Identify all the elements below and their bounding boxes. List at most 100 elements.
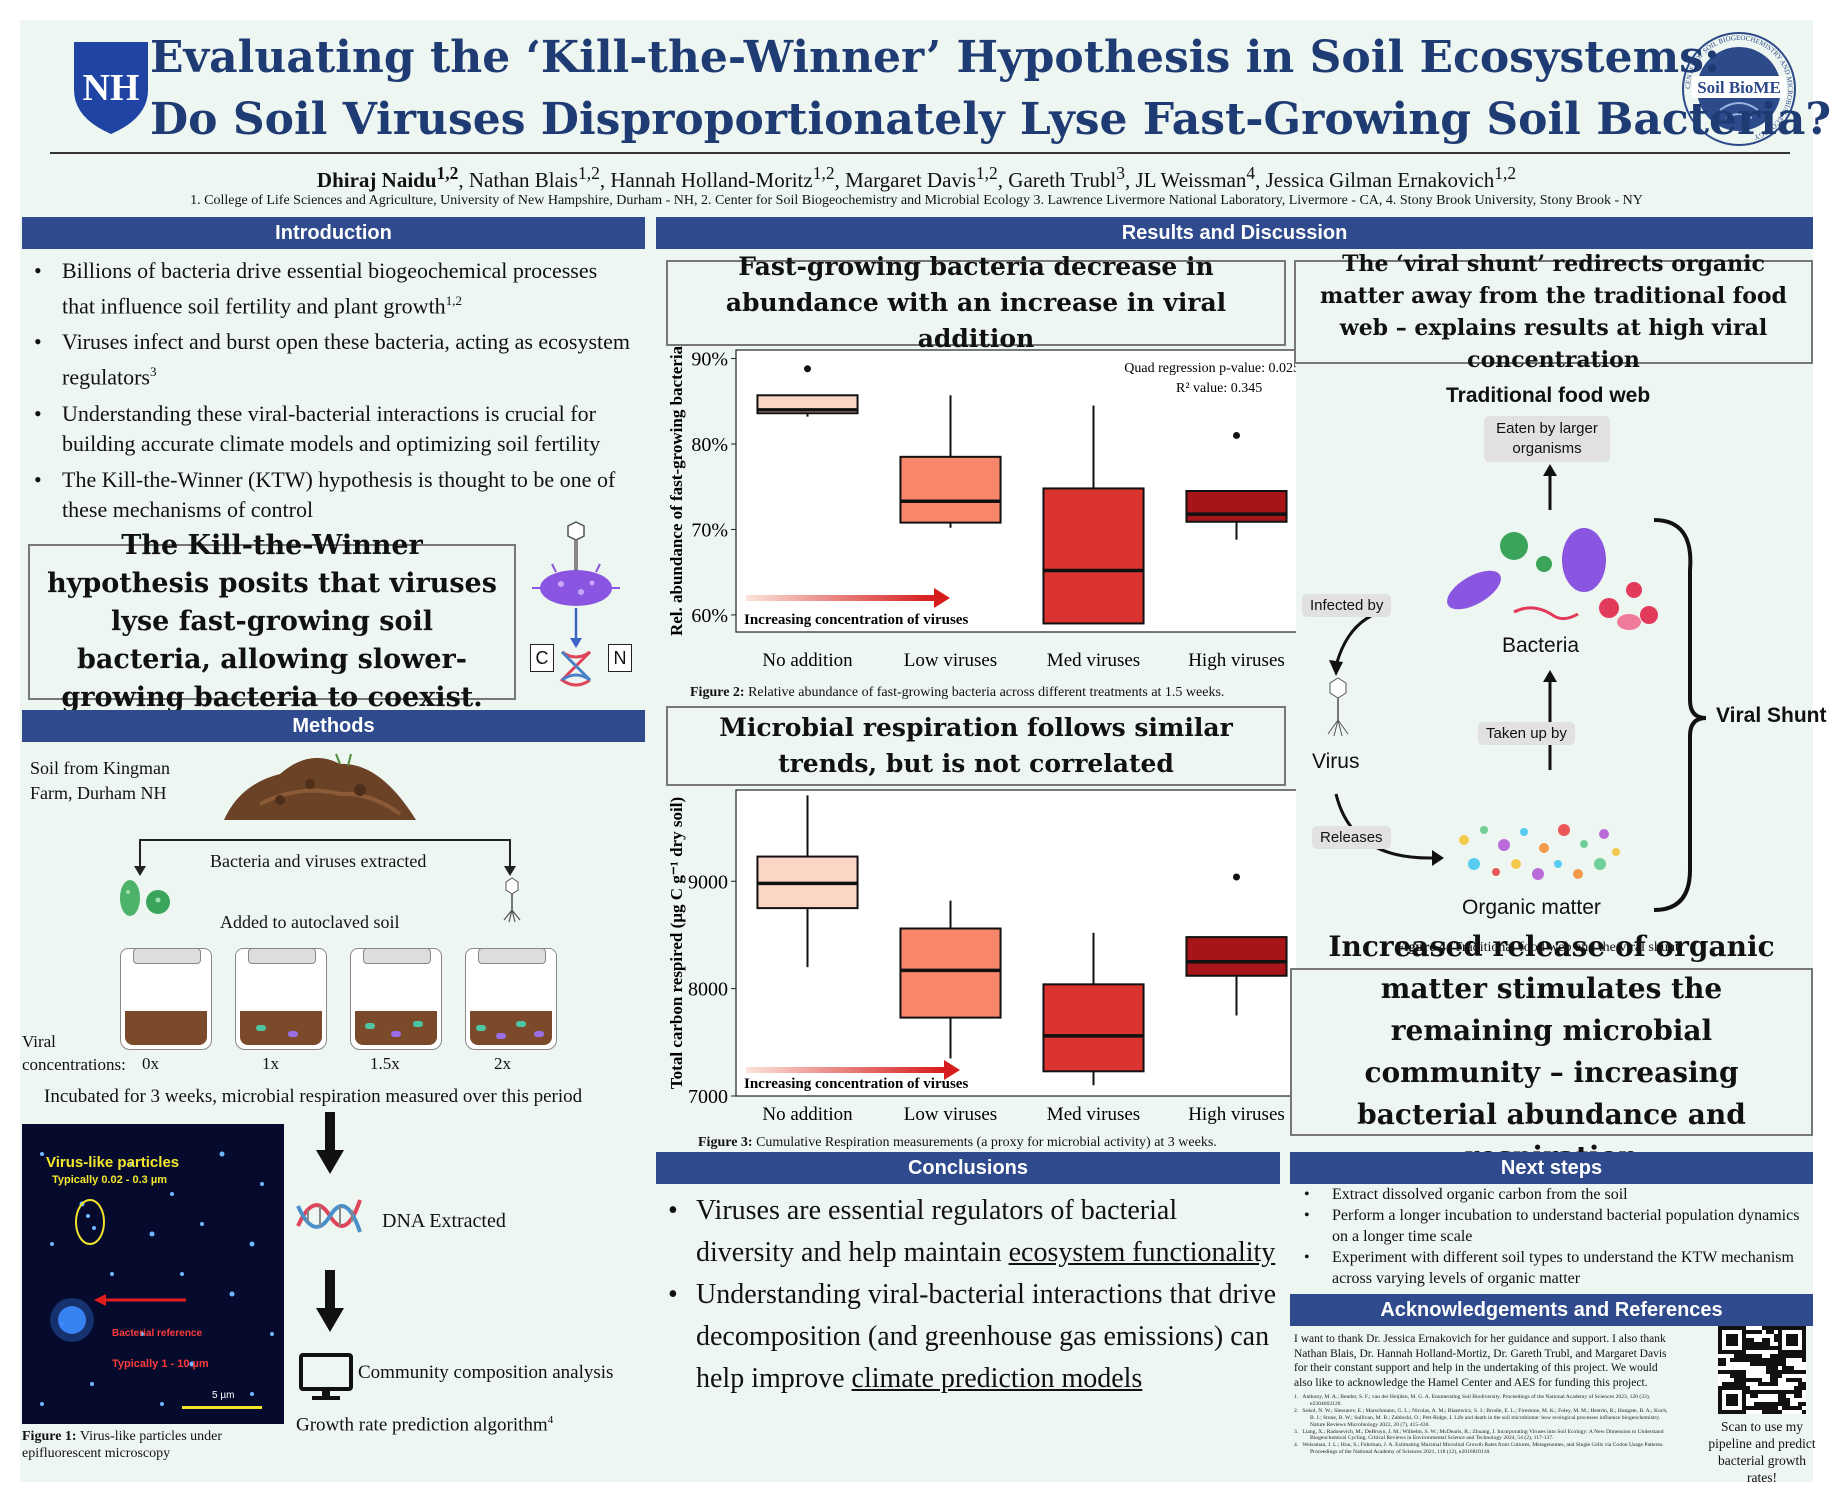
qr-module bbox=[1762, 1402, 1766, 1406]
x-tick-label: Med viruses bbox=[1047, 650, 1140, 671]
qr-module bbox=[1778, 1346, 1782, 1350]
qr-module bbox=[1762, 1326, 1766, 1330]
jar-1x bbox=[235, 948, 327, 1050]
qr-module bbox=[1722, 1410, 1726, 1414]
intro-bullet: Understanding these viral-bacterial inte… bbox=[22, 399, 632, 459]
qr-module bbox=[1782, 1402, 1786, 1406]
qr-module bbox=[1738, 1374, 1742, 1378]
qr-module bbox=[1782, 1390, 1786, 1394]
organic-matter-release-box: Increased release of organic matter stim… bbox=[1290, 930, 1813, 1173]
qr-module bbox=[1786, 1402, 1790, 1406]
qr-module bbox=[1794, 1386, 1798, 1390]
qr-module bbox=[1798, 1386, 1802, 1390]
outlier-point bbox=[804, 365, 811, 373]
figure-3-title: Microbial respiration follows similar tr… bbox=[666, 706, 1286, 786]
virus-illustration bbox=[496, 876, 528, 929]
qr-module bbox=[1750, 1358, 1754, 1362]
qr-module bbox=[1762, 1358, 1766, 1362]
qr-module bbox=[1802, 1410, 1806, 1414]
qr-module bbox=[1746, 1354, 1750, 1358]
qr-module bbox=[1770, 1366, 1774, 1370]
outlier-point bbox=[1233, 431, 1240, 439]
qr-module bbox=[1754, 1330, 1758, 1334]
ktw-illustration bbox=[526, 520, 641, 696]
x-tick-label: No addition bbox=[762, 1104, 853, 1125]
qr-module bbox=[1734, 1350, 1738, 1354]
qr-module bbox=[1750, 1378, 1754, 1382]
qr-module bbox=[1726, 1342, 1730, 1346]
qr-module bbox=[1766, 1390, 1770, 1394]
qr-module bbox=[1734, 1374, 1738, 1378]
qr-module bbox=[1762, 1338, 1766, 1342]
qr-module bbox=[1774, 1382, 1778, 1386]
qr-module bbox=[1730, 1370, 1734, 1374]
y-axis-label: Total carbon respired (µg C g⁻¹ dry soil… bbox=[667, 797, 686, 1089]
qr-module bbox=[1766, 1382, 1770, 1386]
conclusions-bullets: Viruses are essential regulators of bact… bbox=[656, 1190, 1276, 1400]
qr-module bbox=[1794, 1338, 1798, 1342]
qr-module bbox=[1750, 1390, 1754, 1394]
box-3 bbox=[1185, 490, 1288, 523]
qr-module bbox=[1758, 1342, 1762, 1346]
qr-module bbox=[1742, 1358, 1746, 1362]
qr-module bbox=[1794, 1390, 1798, 1394]
qr-module bbox=[1738, 1378, 1742, 1382]
arrow-label: Increasing concentration of viruses bbox=[744, 612, 968, 628]
qr-module bbox=[1802, 1334, 1806, 1338]
qr-module bbox=[1774, 1378, 1778, 1382]
conclusions-header: Conclusions bbox=[656, 1152, 1280, 1184]
concentration-2x: 2x bbox=[494, 1054, 511, 1073]
box-2 bbox=[1042, 983, 1145, 1073]
outlier-point bbox=[1233, 873, 1240, 881]
qr-module bbox=[1742, 1410, 1746, 1414]
qr-module bbox=[1798, 1326, 1802, 1330]
qr-module bbox=[1782, 1354, 1786, 1358]
qr-module bbox=[1770, 1390, 1774, 1394]
qr-module bbox=[1794, 1350, 1798, 1354]
qr-module bbox=[1734, 1410, 1738, 1414]
qr-module bbox=[1786, 1338, 1790, 1342]
x-tick-label: Low viruses bbox=[904, 650, 997, 671]
qr-module bbox=[1758, 1362, 1762, 1366]
qr-module bbox=[1774, 1390, 1778, 1394]
qr-module bbox=[1798, 1402, 1802, 1406]
computer-monitor-icon bbox=[298, 1352, 354, 1407]
qr-module bbox=[1762, 1410, 1766, 1414]
qr-module bbox=[1742, 1386, 1746, 1390]
qr-code[interactable] bbox=[1718, 1326, 1806, 1414]
author-name: Hannah Holland-Moritz bbox=[610, 168, 813, 192]
qr-module bbox=[1742, 1382, 1746, 1386]
green-bacteria-illustration bbox=[114, 878, 174, 925]
qr-module bbox=[1770, 1410, 1774, 1414]
intro-bullet: Billions of bacteria drive essential bio… bbox=[22, 256, 632, 321]
ktw-hypothesis-box: The Kill-the-Winner hypothesis posits th… bbox=[28, 530, 516, 713]
figure-2-caption: Figure 2: Relative abundance of fast-gro… bbox=[690, 685, 1225, 700]
reference-item: 2. Sokol, N. W.; Slessarev, E.; Marschma… bbox=[1294, 1407, 1668, 1428]
qr-module bbox=[1794, 1354, 1798, 1358]
qr-module bbox=[1718, 1410, 1722, 1414]
x-tick-label: Low viruses bbox=[904, 1104, 997, 1125]
qr-module bbox=[1774, 1358, 1778, 1362]
y-axis-label: Rel. abundance of fast-growing bacteria bbox=[667, 346, 686, 636]
qr-module bbox=[1730, 1394, 1734, 1398]
qr-module bbox=[1742, 1406, 1746, 1410]
qr-module bbox=[1742, 1330, 1746, 1334]
virus-phage-icon bbox=[1322, 676, 1354, 741]
qr-module bbox=[1770, 1378, 1774, 1382]
next-step-bullet: Extract dissolved organic carbon from th… bbox=[1292, 1184, 1804, 1205]
qr-module bbox=[1766, 1362, 1770, 1366]
qr-module bbox=[1746, 1358, 1750, 1362]
bacteria-cluster-illustration bbox=[1434, 520, 1674, 645]
qr-module bbox=[1790, 1390, 1794, 1394]
qr-module bbox=[1794, 1334, 1798, 1338]
qr-module bbox=[1794, 1342, 1798, 1346]
qr-module bbox=[1778, 1374, 1782, 1378]
qr-module bbox=[1730, 1338, 1734, 1342]
figure-2-title: Fast-growing bacteria decrease in abunda… bbox=[666, 252, 1286, 353]
qr-module bbox=[1718, 1358, 1722, 1362]
qr-module bbox=[1778, 1350, 1782, 1354]
qr-module bbox=[1766, 1406, 1770, 1410]
qr-module bbox=[1754, 1346, 1758, 1350]
acknowledgements-header: Acknowledgements and References bbox=[1290, 1294, 1813, 1326]
concentration-1-5x: 1.5x bbox=[370, 1054, 400, 1073]
